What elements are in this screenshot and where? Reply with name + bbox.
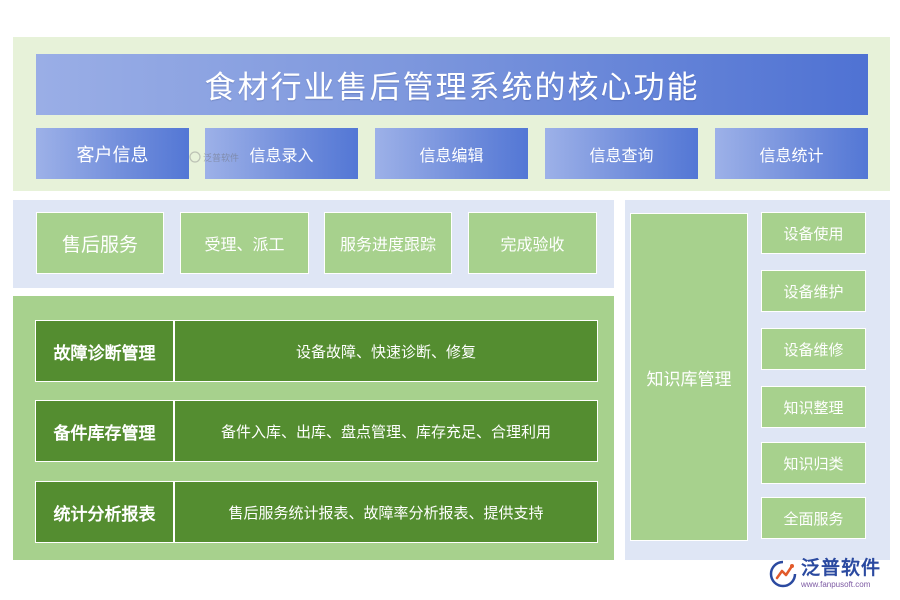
- watermark-text: 泛普软件: [203, 153, 240, 164]
- module-name: 故障诊断管理: [36, 321, 175, 381]
- module-name: 统计分析报表: [36, 482, 175, 542]
- module-desc: 设备故障、快速诊断、修复: [295, 342, 476, 361]
- info-box-edit: 信息编辑: [375, 128, 528, 179]
- module-row-reports: 统计分析报表 售后服务统计报表、故障率分析报表、提供支持: [35, 481, 598, 543]
- module-desc: 备件入库、出库、盘点管理、库存充足、合理利用: [220, 422, 551, 441]
- brand-logo: 泛普软件 www.fanpusoft.com: [768, 553, 893, 595]
- kb-item-full-service: 全面服务: [761, 497, 866, 539]
- kb-item-repair: 设备维修: [761, 328, 866, 370]
- watermark: 泛普软件: [189, 147, 249, 167]
- module-desc: 售后服务统计报表、故障率分析报表、提供支持: [228, 503, 544, 522]
- brand-url: www.fanpusoft.com: [801, 580, 871, 589]
- service-label: 售后服务: [36, 212, 164, 274]
- service-step-accept: 受理、派工: [180, 212, 309, 274]
- module-row-fault: 故障诊断管理 设备故障、快速诊断、修复: [35, 320, 598, 382]
- kb-item-organize: 知识整理: [761, 386, 866, 428]
- kb-item-classify: 知识归类: [761, 442, 866, 484]
- knowledge-base-label: 知识库管理: [630, 213, 748, 541]
- info-box-entry: 信息录入: [205, 128, 358, 179]
- brand-logo-icon: [769, 560, 797, 588]
- module-row-spares: 备件库存管理 备件入库、出库、盘点管理、库存充足、合理利用: [35, 400, 598, 462]
- kb-item-maintenance: 设备维护: [761, 270, 866, 312]
- watermark-logo-icon: [189, 151, 201, 163]
- module-name: 备件库存管理: [36, 401, 175, 461]
- info-box-stats: 信息统计: [715, 128, 868, 179]
- service-step-tracking: 服务进度跟踪: [324, 212, 452, 274]
- brand-name: 泛普软件: [801, 557, 882, 579]
- info-box-query: 信息查询: [545, 128, 698, 179]
- info-box-customer: 客户信息: [36, 128, 189, 179]
- kb-item-usage: 设备使用: [761, 212, 866, 254]
- diagram-title: 食材行业售后管理系统的核心功能: [36, 54, 868, 115]
- service-step-acceptance: 完成验收: [468, 212, 597, 274]
